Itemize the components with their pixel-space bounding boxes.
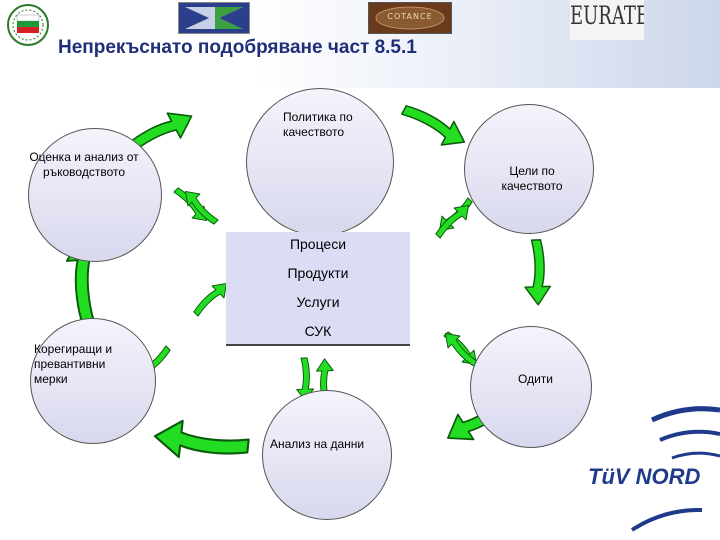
tuv-nord-logo: TüV NORD: [588, 464, 701, 489]
center-line-products: Продукти: [287, 265, 349, 281]
cotance-logo: COTANCE: [368, 2, 452, 34]
eu-partner-logo: [178, 2, 250, 34]
center-line-processes: Процеси: [289, 236, 347, 252]
arrow-policy-to-goals: [396, 97, 472, 155]
assessment-node: [28, 128, 162, 262]
arrow-analysis-to-corrective: [151, 417, 251, 466]
goals-node: [464, 104, 594, 234]
bulgaria-emblem-logo: [7, 4, 49, 46]
corrective-node: [30, 318, 156, 444]
arrow-goals-to-audits: [522, 238, 552, 306]
arrow-pair-goals-center: [431, 193, 477, 243]
page-title: Непрекъснато подобряване част 8.5.1: [58, 37, 417, 58]
arrow-pair-assessment-center: [169, 183, 223, 229]
center-box: [226, 232, 410, 346]
euratex-logo: EURATEX: [570, 0, 644, 40]
audits-node: [470, 326, 592, 448]
center-line-qms: СУК: [304, 323, 332, 339]
policy-node: [246, 88, 394, 236]
tuv-arcs-graphic: [630, 406, 720, 532]
analysis-node: [262, 390, 392, 520]
audits-label: Одити: [518, 372, 553, 386]
center-line-services: Услуги: [296, 294, 340, 310]
analysis-label: Анализ на данни: [270, 437, 365, 451]
